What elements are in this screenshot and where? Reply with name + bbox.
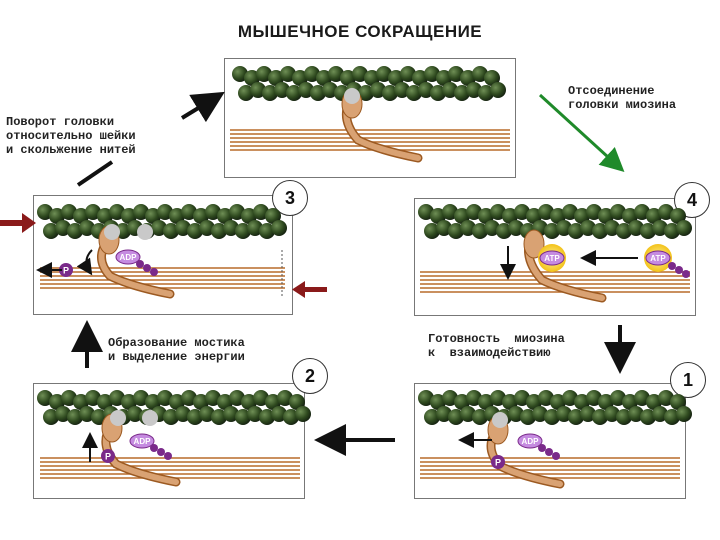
actin-bead: [676, 220, 692, 236]
phosphate-label: P: [105, 452, 111, 462]
phosphate-chain-bead: [668, 262, 676, 270]
adp-chip-label: ADP: [120, 253, 138, 262]
binding-site: [142, 410, 158, 426]
binding-site: [492, 412, 508, 428]
phosphate-chain-bead: [136, 260, 144, 268]
actin-bead: [271, 220, 287, 236]
phosphate-chain-bead: [682, 270, 690, 278]
phosphate-chain-bead: [150, 268, 158, 276]
phosphate-label: P: [63, 266, 69, 276]
phosphate-chain-bead: [538, 444, 546, 452]
phosphate-chain-bead: [545, 448, 553, 456]
red-arrow-right: [292, 281, 327, 298]
phosphate-label: P: [495, 458, 501, 468]
phosphate-chain-bead: [164, 452, 172, 460]
phosphate-chain-bead: [150, 444, 158, 452]
atp-chip-free-label: ATP: [650, 254, 666, 263]
actin-bead: [295, 406, 311, 422]
phosphate-chain-bead: [675, 266, 683, 274]
binding-site: [110, 410, 126, 426]
flow-arrow-green: [540, 95, 620, 168]
red-arrow-left: [0, 213, 36, 233]
adp-chip-label: ADP: [134, 437, 152, 446]
flow-arrow-rotate: [78, 162, 112, 185]
phosphate-chain-bead: [143, 264, 151, 272]
adp-chip-label: ADP: [522, 437, 540, 446]
flow-arrow-up-right: [182, 96, 218, 118]
phosphate-chain-bead: [552, 452, 560, 460]
atp-chip-attached-label: ATP: [544, 254, 560, 263]
binding-site: [104, 224, 120, 240]
phosphate-chain-bead: [157, 448, 165, 456]
actin-bead: [490, 82, 506, 98]
actin-bead: [676, 406, 692, 422]
binding-site: [137, 224, 153, 240]
binding-site: [344, 88, 360, 104]
